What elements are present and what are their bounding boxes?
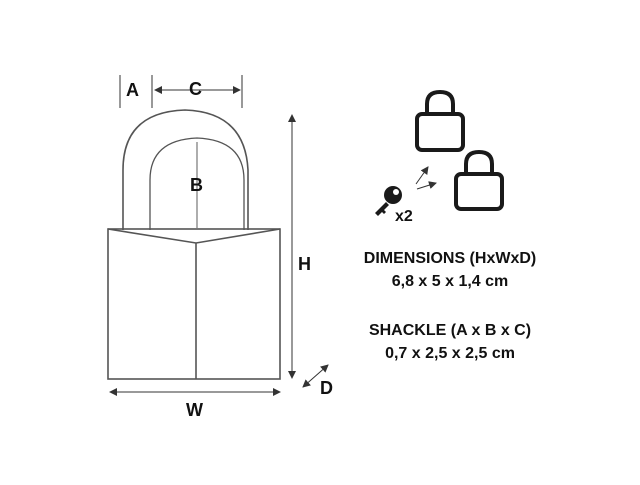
- label-d: D: [320, 378, 333, 398]
- dimensions-title: DIMENSIONS (HxWxD): [363, 250, 537, 267]
- key-icon: [375, 186, 402, 216]
- padlock-icon: [454, 149, 504, 211]
- lock-body: [107, 228, 281, 380]
- label-c: C: [189, 79, 202, 99]
- shackle-outer: [122, 109, 249, 230]
- dimensions-value: 6,8 x 5 x 1,4 cm: [391, 273, 509, 290]
- shackle-value: 0,7 x 2,5 x 2,5 cm: [385, 345, 515, 362]
- shackle-title: SHACKLE (A x B x C): [368, 322, 532, 339]
- padlock-icon: [415, 89, 465, 152]
- label-a: A: [126, 80, 139, 100]
- dimension-lines: [109, 75, 329, 396]
- padlock-drawing: [107, 109, 281, 380]
- dim-d-line: [302, 364, 329, 388]
- label-h: H: [298, 254, 311, 274]
- body-bevel: [107, 228, 281, 244]
- label-b: B: [190, 175, 203, 195]
- keys-count: x2: [395, 208, 413, 225]
- arrow-icon: [415, 166, 437, 190]
- label-w: W: [186, 400, 203, 420]
- shackle-inner: [149, 137, 245, 230]
